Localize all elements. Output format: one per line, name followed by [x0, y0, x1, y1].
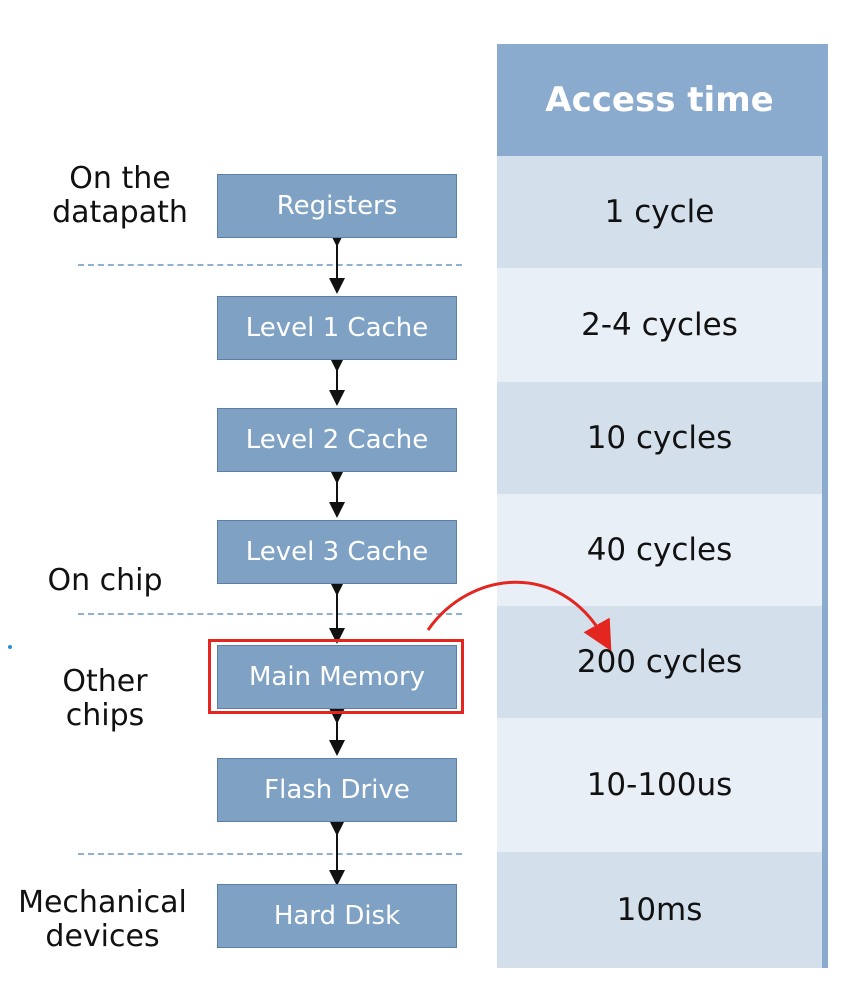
divider-on-chip	[78, 613, 462, 615]
level-l2-cache: Level 2 Cache	[217, 408, 457, 472]
access-time-flash: 10-100us	[497, 718, 822, 852]
level-registers: Registers	[217, 174, 457, 238]
access-time-header: Access time	[497, 44, 822, 156]
table-edge-stripe	[822, 44, 828, 968]
label-mechanical-line1: Mechanical	[18, 885, 187, 920]
label-datapath-line2: datapath	[52, 195, 188, 230]
level-l3-cache: Level 3 Cache	[217, 520, 457, 584]
label-other-chips-line1: Other	[62, 664, 148, 699]
label-mechanical: Mechanical devices	[0, 886, 205, 954]
level-hard-disk: Hard Disk	[217, 884, 457, 948]
access-time-l1: 2-4 cycles	[497, 268, 822, 382]
access-time-l3: 40 cycles	[497, 494, 822, 606]
level-main-memory: Main Memory	[217, 645, 457, 709]
label-on-chip: On chip	[47, 563, 163, 598]
label-datapath-line1: On the	[69, 161, 171, 196]
access-time-registers: 1 cycle	[497, 156, 822, 268]
access-time-hard-disk: 10ms	[497, 852, 822, 968]
divider-mechanical	[78, 853, 462, 855]
label-mechanical-line2: devices	[45, 919, 160, 954]
divider-datapath	[78, 264, 462, 266]
stray-dot	[8, 645, 12, 649]
level-flash-drive: Flash Drive	[217, 758, 457, 822]
level-l1-cache: Level 1 Cache	[217, 296, 457, 360]
label-other-chips: Other chips	[20, 665, 190, 733]
label-other-chips-line2: chips	[65, 698, 145, 733]
main-memory-highlight	[208, 639, 464, 714]
access-time-l2: 10 cycles	[497, 382, 822, 494]
label-datapath: On the datapath	[40, 162, 200, 230]
red-curved-arrow	[426, 580, 612, 652]
